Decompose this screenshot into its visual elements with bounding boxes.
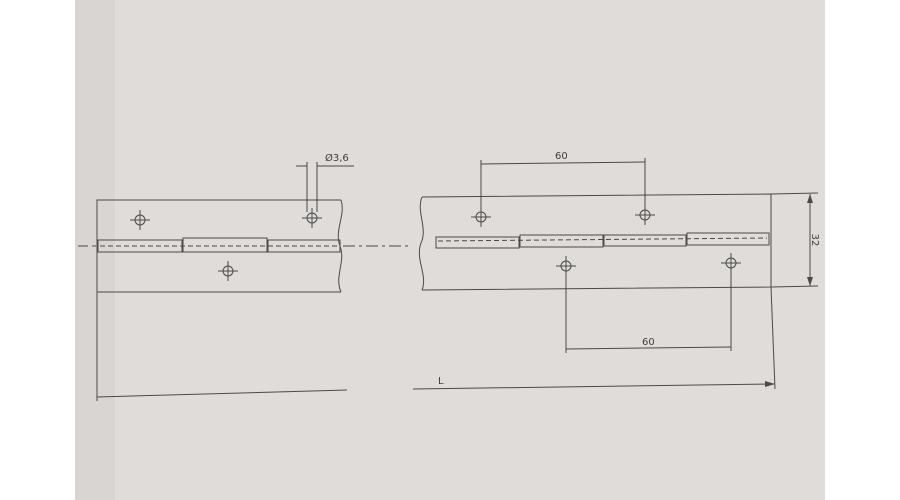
bottom-pitch-label: 60 bbox=[642, 337, 655, 348]
right-hinge-segment bbox=[418, 193, 772, 291]
left-hole-1 bbox=[130, 210, 150, 230]
length-label: L bbox=[438, 376, 444, 387]
linework bbox=[78, 158, 819, 401]
right-hole-3 bbox=[556, 256, 576, 276]
left-hole-2 bbox=[302, 208, 322, 228]
hole-diameter-label: Ø3,6 bbox=[325, 152, 349, 164]
right-knuckle-2 bbox=[519, 234, 604, 248]
left-hinge-segment bbox=[96, 199, 343, 293]
top-pitch-label: 60 bbox=[555, 151, 568, 162]
right-knuckle-1 bbox=[435, 236, 520, 249]
left-segment-outline bbox=[96, 199, 341, 293]
paper-sheet bbox=[75, 0, 825, 500]
paper-shade-left bbox=[75, 0, 115, 500]
right-hole-2 bbox=[635, 205, 655, 225]
width-label: 32 bbox=[809, 234, 820, 247]
hole-diameter-dimension bbox=[296, 162, 354, 212]
bottom-pitch-dimension bbox=[565, 273, 732, 353]
left-knuckle-2 bbox=[182, 237, 268, 253]
left-hole-3 bbox=[218, 261, 238, 281]
right-pin-line bbox=[437, 237, 768, 242]
right-hole-1 bbox=[471, 207, 491, 227]
width-dimension bbox=[770, 192, 819, 288]
right-segment-outline bbox=[421, 193, 772, 291]
length-dimension bbox=[96, 286, 776, 401]
right-knuckle-3 bbox=[603, 234, 687, 247]
top-pitch-dimension bbox=[480, 158, 646, 207]
right-break-line bbox=[418, 196, 425, 291]
right-hole-4 bbox=[721, 253, 741, 273]
